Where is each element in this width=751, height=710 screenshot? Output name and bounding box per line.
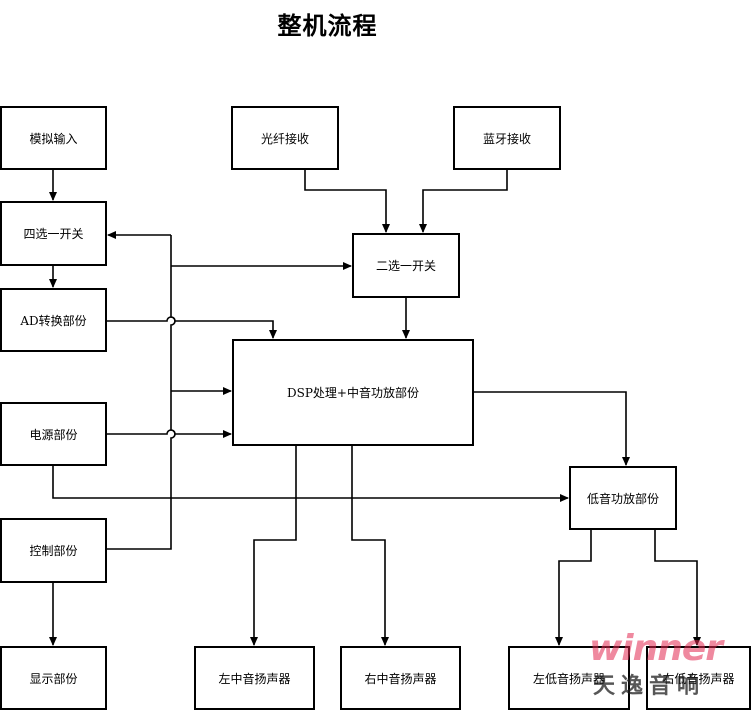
edge-bluetooth-to-twoway <box>419 170 508 233</box>
edge-dsp-to-left-mid <box>250 446 297 646</box>
node-left-bass-speaker: 左低音扬声器 <box>508 646 630 710</box>
node-label: 左低音扬声器 <box>532 671 605 686</box>
edge-dsp-to-bass <box>474 391 630 466</box>
node-label: 电源部份 <box>29 427 78 442</box>
node-four-way-switch: 四选一开关 <box>0 201 107 266</box>
node-label: 模拟输入 <box>29 131 78 146</box>
node-label: 蓝牙接收 <box>482 131 531 146</box>
diagram-title: 整机流程 <box>277 11 378 40</box>
node-display: 显示部份 <box>0 646 107 710</box>
control-bus <box>106 235 176 550</box>
node-label: 显示部份 <box>29 671 78 686</box>
edge-dsp-to-right-mid <box>351 446 389 646</box>
edge-bass-to-right-bass <box>654 530 701 646</box>
node-analog-input: 模拟输入 <box>0 106 107 170</box>
node-left-mid-speaker: 左中音扬声器 <box>194 646 315 710</box>
edge-power-to-dsp <box>106 429 232 438</box>
node-label: AD转换部份 <box>20 313 87 328</box>
node-label: 右中音扬声器 <box>364 671 437 686</box>
node-label: 光纤接收 <box>260 131 309 146</box>
node-label: 低音功放部份 <box>586 491 659 506</box>
node-two-way-switch: 二选一开关 <box>352 233 460 298</box>
edge-ad-to-dsp <box>106 316 277 339</box>
edge-bass-to-left-bass <box>555 530 592 646</box>
node-label: 二选一开关 <box>375 259 436 273</box>
node-right-bass-speaker: 右低音扬声器 <box>646 646 751 710</box>
node-power: 电源部份 <box>0 402 107 466</box>
node-label: 四选一开关 <box>23 227 84 241</box>
node-label: 控制部份 <box>29 544 78 558</box>
node-optical-input: 光纤接收 <box>231 106 339 170</box>
node-bass-amp: 低音功放部份 <box>569 466 677 530</box>
edge-power-to-bass <box>52 466 569 502</box>
node-dsp-mid-amp: DSP处理+中音功放部份 <box>232 339 474 446</box>
node-ad-conversion: AD转换部份 <box>0 288 107 352</box>
node-label: 左中音扬声器 <box>218 671 291 686</box>
node-bluetooth-input: 蓝牙接收 <box>453 106 561 170</box>
node-control: 控制部份 <box>0 518 107 583</box>
node-label: DSP处理+中音功放部份 <box>287 386 419 400</box>
node-right-mid-speaker: 右中音扬声器 <box>340 646 461 710</box>
edge-optical-to-twoway <box>304 170 390 233</box>
node-label: 右低音扬声器 <box>662 671 735 686</box>
